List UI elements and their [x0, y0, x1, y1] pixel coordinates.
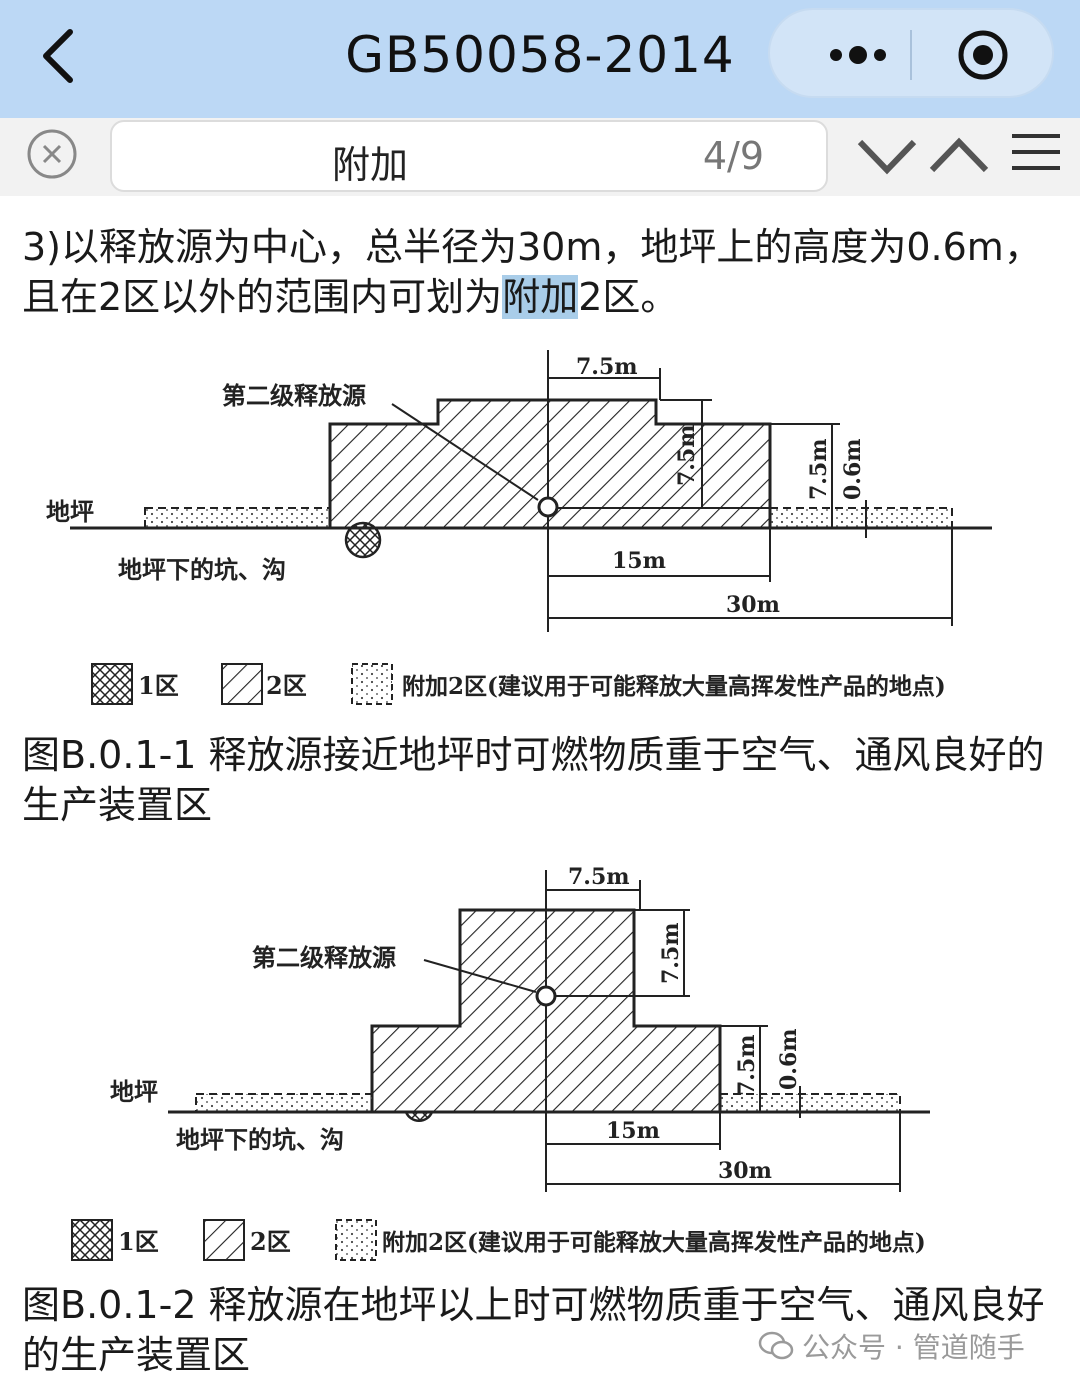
figure-1-diagram: 7.5m 第二级释放源 地坪 地坪下的坑、沟 15m 30m 7.5m 7.5m… — [46, 350, 992, 705]
legend-zone-1-swatch — [71, 1219, 113, 1261]
more-options-icon[interactable] — [808, 30, 908, 80]
find-input[interactable]: 附加 4/9 — [110, 120, 828, 192]
figure-1-caption: 图B.0.1-1 释放源接近地坪时可燃物质重于空气、通风良好的生产装置区 — [22, 733, 1045, 827]
legend-zone-1: 1区 — [118, 1227, 159, 1256]
para-text-after: 2区。 — [578, 275, 679, 319]
release-source-marker — [537, 496, 559, 518]
wechat-icon — [758, 1331, 794, 1360]
watermark: 公众号 · 管道随手 — [758, 1326, 1025, 1366]
additional-zone-left — [144, 507, 331, 529]
legend-zone-1: 1区 — [138, 671, 179, 700]
legend-zone-2: 2区 — [266, 671, 307, 700]
legend-zone-add: 附加2区(建议用于可能释放大量高挥发性产品的地点) — [402, 673, 946, 700]
ground-label: 地坪 — [110, 1077, 158, 1106]
dim-15m: 15m — [612, 548, 666, 574]
find-query: 附加 — [332, 143, 409, 187]
figure-2-diagram: 7.5m 第二级释放源 地坪 地坪下的坑、沟 15m 30m 7.5m 7.5m… — [71, 864, 930, 1261]
top-navigation-bar: GB50058-2014 — [0, 0, 1080, 118]
pit-label: 地坪下的坑、沟 — [118, 555, 286, 584]
legend-zone-2-swatch — [221, 663, 263, 705]
close-search-icon[interactable] — [26, 128, 78, 180]
source-label: 第二级释放源 — [222, 381, 366, 410]
dim-7-5-top: 7.5m — [568, 864, 630, 890]
dim-0-6: 0.6m — [840, 438, 866, 500]
menu-icon[interactable] — [1010, 130, 1062, 174]
legend-zone-2: 2区 — [250, 1227, 291, 1256]
watermark-text: 公众号 · 管道随手 — [802, 1331, 1025, 1364]
legend-zone-2-swatch — [203, 1219, 245, 1261]
dim-7-5-right: 7.5m — [734, 1034, 760, 1096]
mini-program-capsule — [768, 8, 1054, 98]
dim-7-5-top: 7.5m — [576, 354, 638, 380]
legend-zone-1-swatch — [91, 663, 133, 705]
dim-30m: 30m — [718, 1158, 772, 1184]
dim-0-6: 0.6m — [776, 1028, 802, 1090]
page-title: GB50058-2014 — [345, 26, 735, 84]
close-target-icon[interactable] — [956, 28, 1010, 82]
body-paragraph: 3)以释放源为中心，总半径为30m，地坪上的高度为0.6m，且在2区以外的范围内… — [22, 222, 1062, 322]
figure-2-caption: 图B.0.1-2 释放源在地坪以上时可燃物质重于空气、通风良好的生产装置区 — [22, 1283, 1045, 1377]
para-text-before: 3)以释放源为中心，总半径为30m，地坪上的高度为0.6m，且在2区以外的范围内… — [22, 225, 1042, 319]
additional-zone-left — [195, 1093, 373, 1113]
search-highlight: 附加 — [502, 275, 579, 319]
pit-zone-1 — [404, 1110, 434, 1122]
find-in-page-bar: 附加 4/9 — [0, 118, 1080, 196]
previous-match-chevron-up-icon[interactable] — [926, 132, 992, 180]
legend-zone-add-swatch — [351, 663, 393, 705]
legend-zone-add: 附加2区(建议用于可能释放大量高挥发性产品的地点) — [382, 1229, 926, 1256]
legend-zone-add-swatch — [335, 1219, 377, 1261]
back-arrow-icon[interactable] — [38, 28, 82, 84]
pit-zone-1 — [344, 521, 382, 559]
release-source-marker — [535, 985, 557, 1007]
source-label: 第二级释放源 — [252, 943, 396, 972]
dim-7-5-right: 7.5m — [806, 438, 832, 500]
pit-label: 地坪下的坑、沟 — [176, 1125, 344, 1154]
next-match-chevron-down-icon[interactable] — [854, 132, 920, 180]
capsule-divider — [910, 30, 912, 80]
dim-7-5-mid: 7.5m — [658, 922, 684, 984]
dim-30m: 30m — [726, 592, 780, 618]
additional-zone-right — [769, 507, 953, 529]
dim-7-5-mid: 7.5m — [674, 424, 700, 486]
ground-label: 地坪 — [46, 497, 94, 526]
find-match-count: 4/9 — [702, 134, 764, 178]
dim-15m: 15m — [606, 1118, 660, 1144]
